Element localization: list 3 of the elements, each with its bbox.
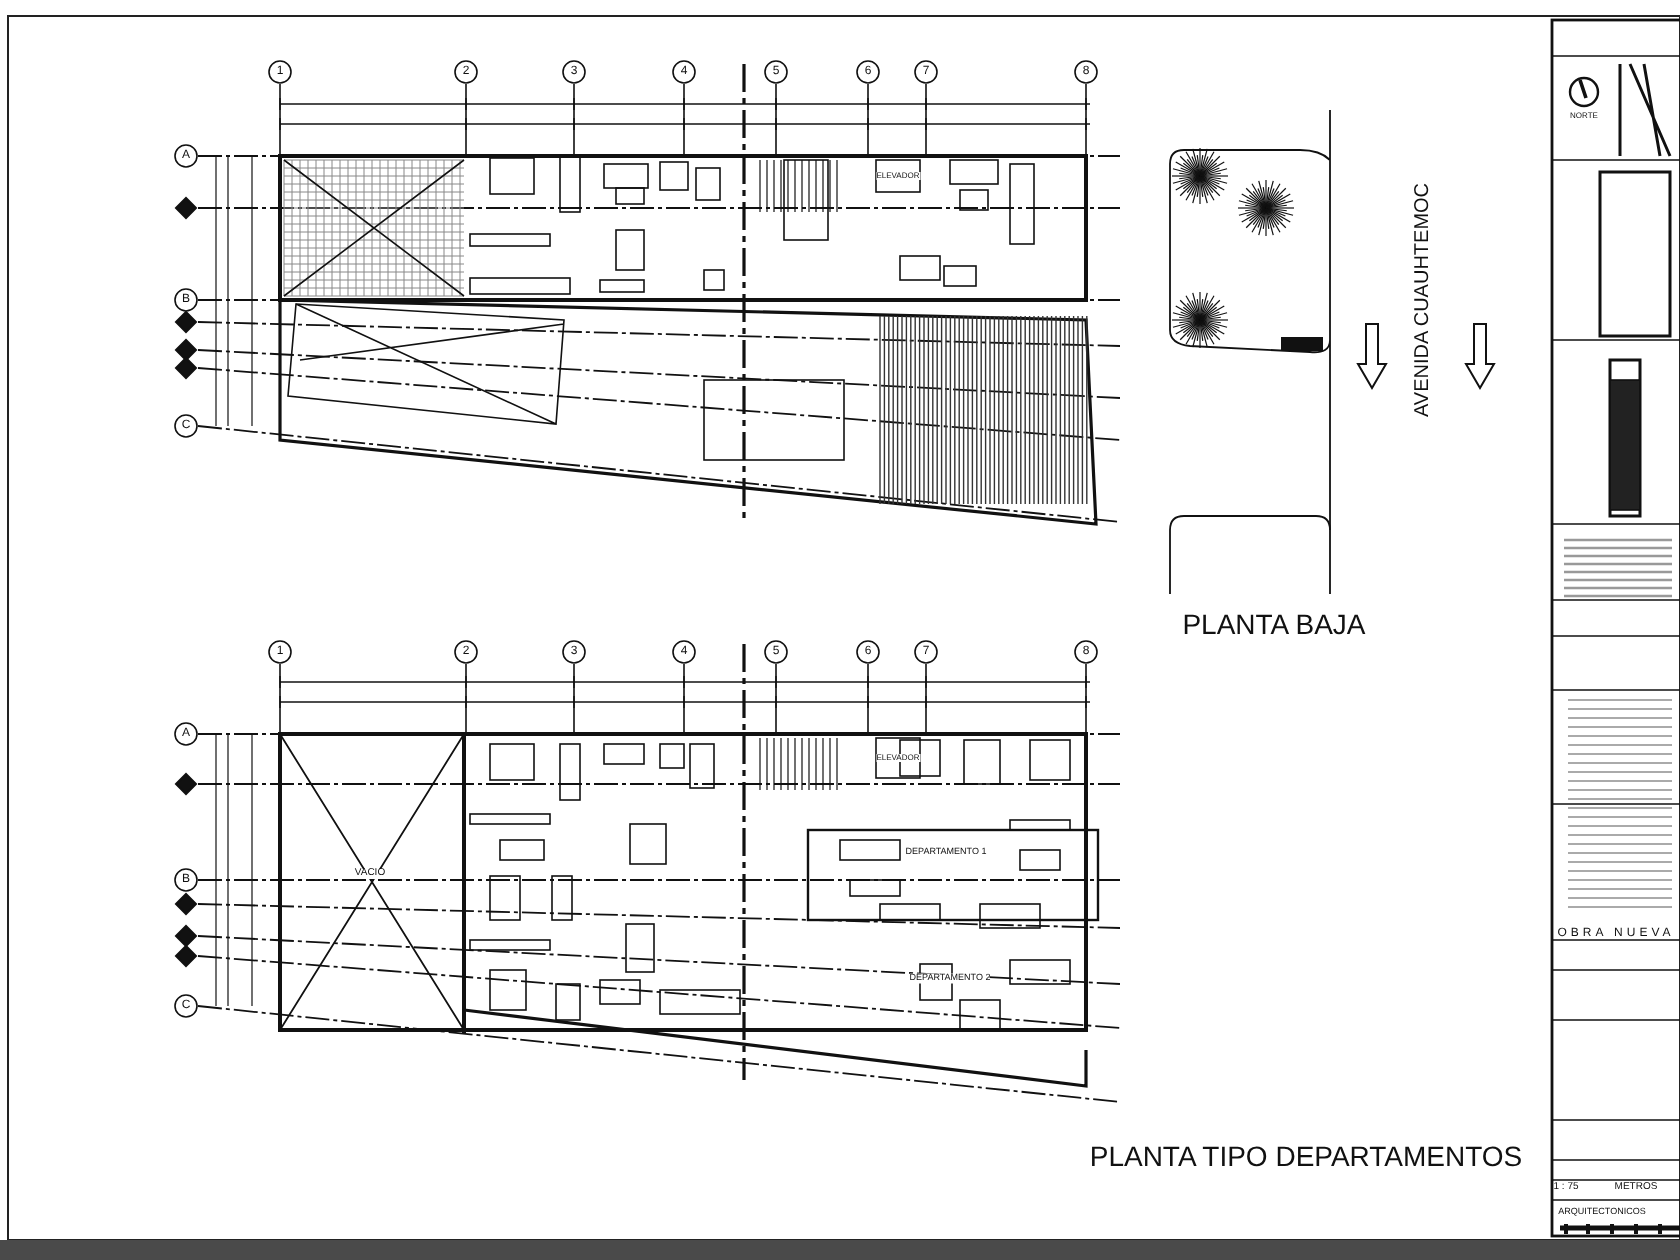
street-name: AVENIDA CUAUHTEMOC xyxy=(1414,182,1434,418)
plan-title: PLANTA TIPO DEPARTAMENTOS xyxy=(1089,1142,1523,1170)
plan-title: PLANTA BAJA xyxy=(1182,610,1366,638)
